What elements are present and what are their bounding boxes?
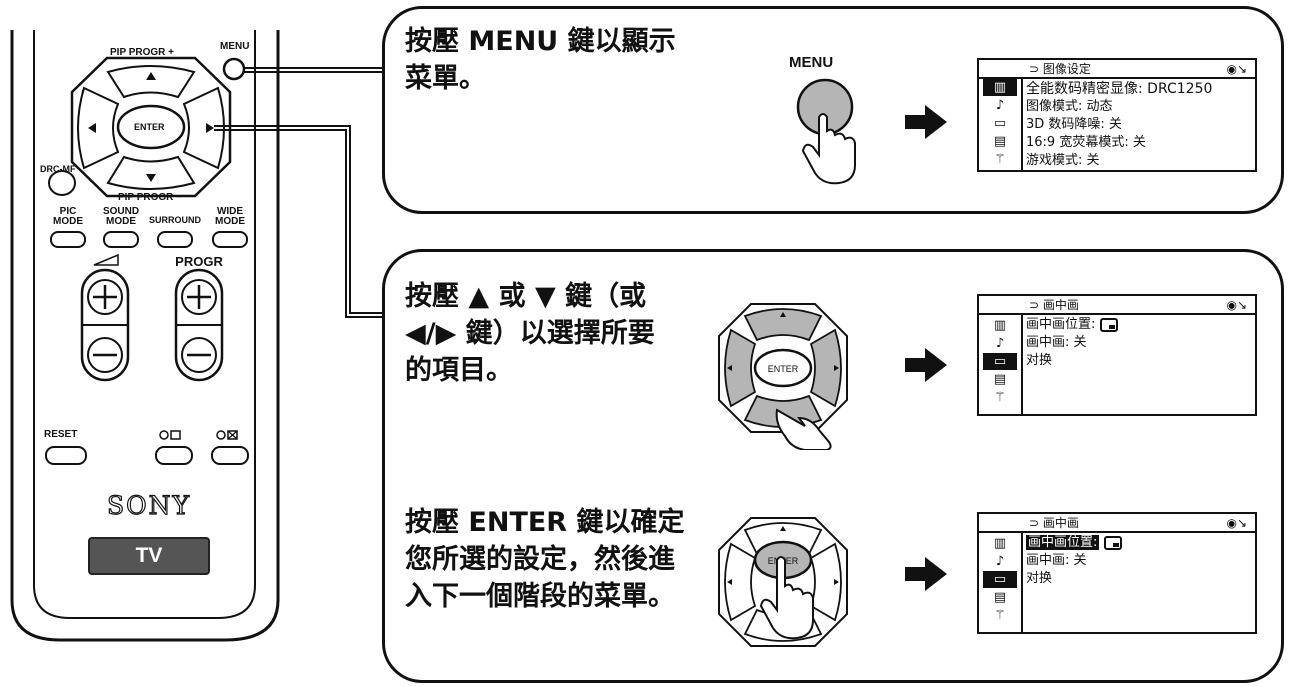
menu-label: MENU	[220, 41, 250, 52]
surround-label: SURROUND	[148, 215, 201, 225]
right-arrow-icon	[905, 105, 947, 139]
features-menu-icon: ▤	[993, 372, 1007, 387]
osd-row: 对换	[1026, 353, 1053, 368]
osd-back-icon: ⊃	[1029, 298, 1043, 312]
picture-menu-icon: ▥	[993, 318, 1007, 333]
connector-lines	[214, 67, 383, 318]
osd-picture-settings: ⊃ 图像设定 ◉↘ ▥ ♪ ▭ ▤ ⚚ 全能数码精密显像: DRC1250 图像模…	[977, 58, 1257, 172]
setup-menu-icon: ⚚	[994, 390, 1006, 405]
osd-row: 16:9 宽荧幕模式: 关	[1026, 135, 1146, 150]
osd-row: 游戏模式: 关	[1026, 153, 1100, 168]
osd-row: 全能数码精密显像: DRC1250	[1026, 81, 1213, 97]
reset-label: RESET	[44, 429, 78, 440]
pip-menu-icon: ▭	[993, 116, 1007, 131]
pip-position-icon	[1103, 535, 1122, 550]
enter-label: ENTER	[134, 122, 165, 132]
setup-menu-icon: ⚚	[994, 608, 1006, 623]
picture-menu-icon: ▥	[993, 536, 1007, 551]
osd-pip-menu-selected: ⊃ 画中画 ◉↘ ▥ ♪ ▭ ▤ ⚚ 画中画位置: 画中画: 关 对换	[977, 512, 1257, 634]
pip-progr-minus-label: PIP PROGR −	[118, 192, 183, 203]
pip-progr-plus-label: PIP PROGR +	[110, 47, 175, 58]
eye-icon: ◉↘	[1226, 298, 1247, 312]
eye-icon: ◉↘	[1226, 516, 1247, 530]
eye-icon: ◉↘	[1226, 62, 1247, 76]
dpad-enter-label: ENTER	[768, 364, 799, 374]
osd-row: 画中画位置:	[1026, 316, 1255, 334]
right-arrow-icon	[905, 557, 947, 591]
progr-label: PROGR	[175, 254, 223, 269]
picture-menu-icon: ▥	[983, 79, 1017, 96]
step-2-instruction: 按壓 ▲ 或 ▼ 鍵（或 ◀/▶ 鍵）以選擇所要 的項目。	[405, 281, 655, 386]
osd-row: 画中画: 关	[1026, 553, 1087, 568]
osd-title: 图像设定	[1042, 62, 1091, 76]
osd-title: 画中画	[1042, 298, 1079, 312]
features-menu-icon: ▤	[993, 134, 1007, 149]
osd-title: 画中画	[1042, 516, 1079, 530]
pip-menu-icon: ▭	[983, 571, 1017, 588]
drc-mf-label: DRC-MF	[40, 164, 76, 174]
features-menu-icon: ▤	[993, 590, 1007, 605]
menu-button-press-illustration	[796, 78, 856, 185]
right-arrow-icon	[905, 348, 947, 382]
osd-row: 图像模式: 动态	[1026, 99, 1113, 114]
dpad-press-illustration: ENTER	[718, 303, 848, 450]
sony-logo: SONY	[106, 490, 191, 520]
setup-menu-icon: ⚚	[994, 152, 1006, 167]
osd-pip-menu: ⊃ 画中画 ◉↘ ▥ ♪ ▭ ▤ ⚚ 画中画位置: 画中画: 关 对换	[977, 294, 1257, 416]
osd-row: 对换	[1026, 571, 1053, 586]
sound-menu-icon: ♪	[995, 554, 1005, 569]
osd-row: 3D 数码降噪: 关	[1026, 117, 1122, 132]
osd-row: 画中画: 关	[1026, 335, 1087, 350]
remote-body-outline	[10, 30, 280, 642]
enter-press-illustration: ENTER	[718, 517, 848, 647]
step-3-instruction: 按壓 ENTER 鍵以確定 您所選的設定，然後進 入下一個階段的菜單。	[405, 507, 685, 612]
step-1-panel: 按壓 MENU 鍵以顯示 菜單。 MENU ⊃ 图像设定 ◉↘ ▥ ♪ ▭ ▤ ⚚…	[382, 6, 1284, 214]
osd-back-icon: ⊃	[1029, 516, 1043, 530]
osd-back-icon: ⊃	[1029, 62, 1043, 76]
step-2-3-panel: 按壓 ▲ 或 ▼ 鍵（或 ◀/▶ 鍵）以選擇所要 的項目。 ENTER ⊃ 画中…	[382, 249, 1284, 683]
step-1-instruction: 按壓 MENU 鍵以顯示 菜單。	[405, 26, 676, 94]
sound-menu-icon: ♪	[995, 98, 1005, 113]
tv-badge: TV	[88, 537, 210, 575]
menu-button-label: MENU	[789, 54, 834, 71]
pip-position-icon	[1099, 317, 1118, 332]
osd-row-selected: 画中画位置:	[1026, 534, 1255, 552]
sound-menu-icon: ♪	[995, 336, 1005, 351]
pip-menu-icon: ▭	[983, 353, 1017, 370]
